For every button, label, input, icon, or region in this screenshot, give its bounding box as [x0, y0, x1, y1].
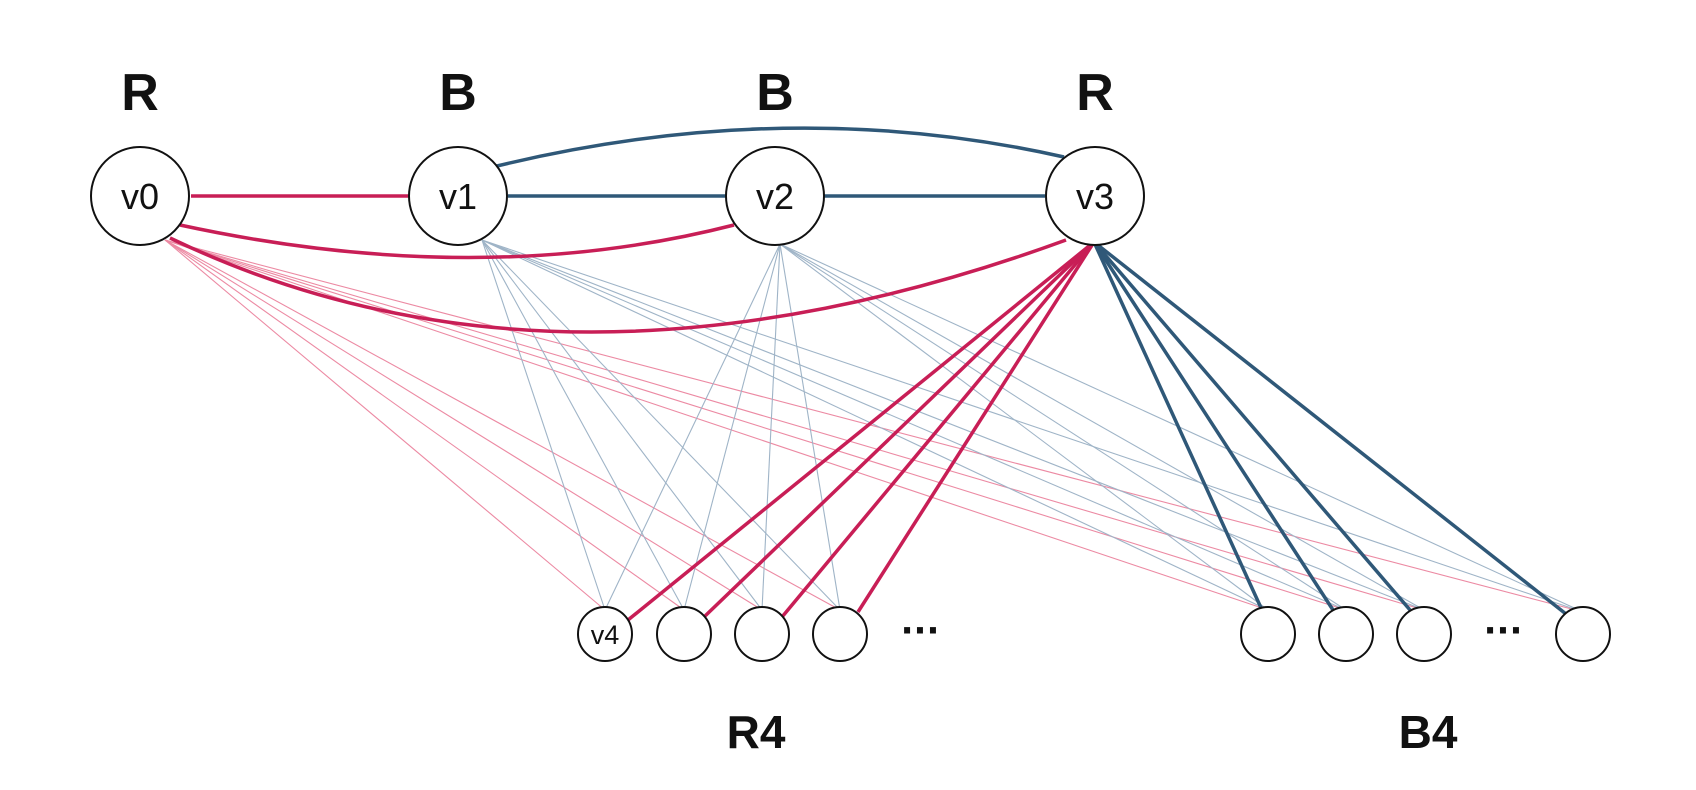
thin-edge-v1-0: [481, 239, 606, 611]
edge-v3-r4-1: [626, 240, 1096, 622]
b4-vertex: [1555, 606, 1611, 662]
thin-edge-v2-7: [779, 243, 1584, 613]
edge-v0-v2: [179, 223, 735, 260]
b4-vertex: [1396, 606, 1452, 662]
header-v3: R: [1076, 64, 1114, 122]
vertex-v0: v0: [90, 146, 190, 246]
thin-edge-v2-0: [604, 243, 781, 611]
thin-edge-v1-1: [481, 239, 685, 611]
vertex-v3: v3: [1045, 146, 1145, 246]
thin-edge-v0-1: [164, 239, 685, 611]
edge-v0-v3: [169, 236, 1067, 334]
thin-edge-v0-4: [164, 239, 1269, 611]
vertex-v3-label: v3: [1076, 176, 1114, 217]
r4-vertex-v4: v4: [577, 606, 633, 662]
thin-edge-v2-2: [761, 243, 781, 611]
thin-edge-v0-3: [164, 239, 841, 611]
r4-vertex-v4-label: v4: [591, 620, 620, 650]
vertex-v1-label: v1: [439, 176, 477, 217]
thin-edge-v2-6: [779, 243, 1425, 611]
edge-v3-b4-4: [1092, 240, 1568, 616]
header-v2: B: [756, 64, 794, 122]
b4-group-label: B4: [1399, 706, 1458, 758]
thin-edge-v0-2: [164, 239, 763, 611]
thin-edge-v0-6: [164, 239, 1425, 611]
edge-v3-r4-3: [780, 240, 1096, 619]
top-edges: [169, 126, 1067, 334]
thin-edge-v1-7: [481, 239, 1584, 613]
vertex-v2-label: v2: [756, 176, 794, 217]
thin-edge-v0-0: [164, 239, 606, 611]
r4-group: v4 ··· R4: [577, 606, 940, 758]
header-v1: B: [439, 64, 477, 122]
b4-group: ··· B4: [1240, 606, 1611, 758]
edge-v3-b4-3: [1092, 240, 1412, 612]
thin-edge-v1-3: [481, 239, 841, 611]
vertex-v0-label: v0: [121, 176, 159, 217]
r4-ellipsis: ···: [901, 611, 940, 651]
thin-edges: [164, 239, 1584, 613]
thin-edge-v0-5: [164, 239, 1347, 611]
thin-edge-v2-4: [779, 243, 1269, 611]
thin-edge-v2-1: [683, 243, 781, 611]
r4-group-label: R4: [727, 706, 786, 758]
vertex-v2: v2: [725, 146, 825, 246]
r4-vertex: [734, 606, 790, 662]
b4-ellipsis: ···: [1484, 611, 1523, 651]
edge-v3-b4-2: [1092, 241, 1335, 611]
thin-edge-v1-4: [481, 239, 1269, 611]
header-v0: R: [121, 64, 159, 122]
vertex-v1: v1: [408, 146, 508, 246]
thin-edge-v1-6: [481, 239, 1425, 611]
edge-v3-r4-2: [702, 240, 1096, 619]
r4-vertex: [656, 606, 712, 662]
b4-vertex: [1318, 606, 1374, 662]
edge-v1-v3: [496, 126, 1065, 168]
thin-edge-v2-3: [779, 243, 841, 611]
r4-vertex: [812, 606, 868, 662]
b4-vertex: [1240, 606, 1296, 662]
thin-edge-v0-7: [164, 239, 1584, 613]
thin-edge-v2-5: [779, 243, 1347, 611]
v3-thick-edges: [626, 240, 1568, 622]
edge-v3-b4-1: [1092, 241, 1264, 611]
edge-v3-r4-4: [856, 241, 1096, 613]
thin-edge-v1-5: [481, 239, 1347, 611]
